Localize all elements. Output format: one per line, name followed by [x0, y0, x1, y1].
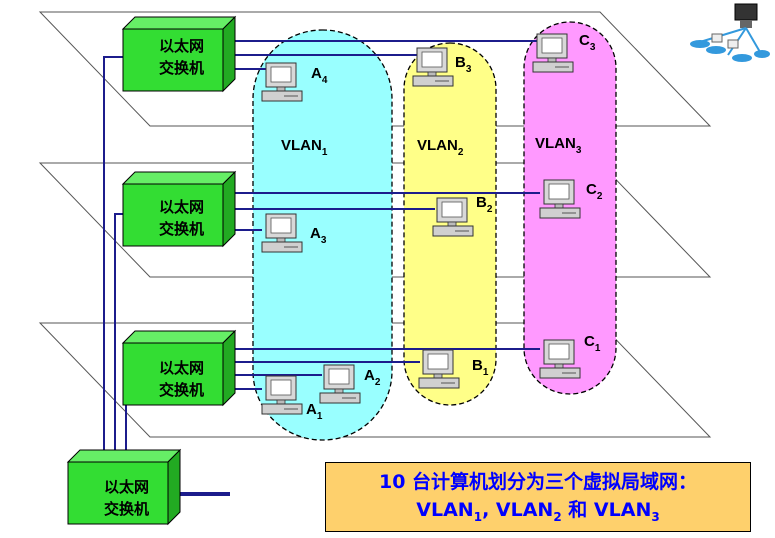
svg-text:C3: C3: [579, 32, 596, 53]
switch-bottom-floor: 以太网 交换机: [122, 330, 236, 406]
pc-b1-sub: 1: [483, 367, 489, 378]
uplink-middle: [114, 213, 123, 452]
computers: A4 B3 C3 A3 B2 C2 A2 A1 B1 C1: [261, 32, 603, 422]
pc-c3-sub: 3: [590, 42, 596, 53]
pc-a3: A3: [261, 213, 327, 253]
svg-text:B3: B3: [455, 54, 472, 75]
svg-text:C1: C1: [584, 333, 601, 354]
switch-bottom-floor-label-2: 交换机: [159, 381, 204, 399]
pc-c1-sub: 1: [595, 343, 601, 354]
svg-text:B1: B1: [472, 357, 489, 378]
svg-text:C2: C2: [586, 181, 603, 202]
pc-c3-letter: C: [579, 32, 590, 49]
pc-b2-sub: 2: [487, 204, 493, 215]
pc-a3-sub: 3: [321, 235, 327, 246]
pc-b2: B2: [432, 194, 493, 237]
switch-middle-label-1: 以太网: [159, 198, 204, 216]
pc-a4-letter: A: [311, 65, 322, 82]
caption-line-1: 10 台计算机划分为三个虚拟局域网：: [378, 471, 698, 493]
pc-a1-letter: A: [306, 401, 317, 418]
pc-b2-letter: B: [476, 194, 487, 211]
pc-c3: C3: [532, 32, 596, 73]
switch-top-label-2: 交换机: [159, 59, 204, 77]
pc-c1: C1: [539, 333, 601, 379]
svg-text:A2: A2: [364, 367, 381, 388]
svg-text:A3: A3: [310, 225, 327, 246]
switch-root-label-2: 交换机: [104, 500, 149, 518]
switch-top: 以太网 交换机: [122, 16, 236, 92]
switch-middle-label-2: 交换机: [159, 220, 204, 238]
pc-b3-sub: 3: [466, 64, 472, 75]
pc-a4: A4: [261, 62, 328, 102]
pc-a2: A2: [319, 364, 381, 404]
switch-middle: 以太网 交换机: [122, 171, 236, 247]
pc-a3-letter: A: [310, 225, 321, 242]
pc-c1-letter: C: [584, 333, 595, 350]
pc-a2-sub: 2: [375, 377, 381, 388]
switch-root-label-1: 以太网: [104, 478, 149, 496]
svg-text:A1: A1: [306, 401, 323, 422]
switch-bottom-floor-label-1: 以太网: [159, 359, 204, 377]
pc-a2-letter: A: [364, 367, 375, 384]
svg-text:A4: A4: [311, 65, 328, 86]
pc-b1-letter: B: [472, 357, 483, 374]
vlan3-label: VLAN3: [535, 135, 582, 156]
pc-b3: B3: [412, 47, 472, 87]
switch-root: 以太网 交换机: [67, 449, 181, 525]
network-logo-icon: [690, 3, 770, 62]
uplink-top: [103, 56, 123, 452]
vlan1-region: [252, 29, 393, 441]
svg-text:B2: B2: [476, 194, 493, 215]
pc-c2: C2: [539, 179, 603, 219]
caption-line-2: VLAN1, VLAN2 和 VLAN3: [416, 499, 660, 524]
caption-box: 10 台计算机划分为三个虚拟局域网： VLAN1, VLAN2 和 VLAN3: [325, 462, 751, 532]
pc-a1: A1: [261, 375, 323, 422]
pc-b1: B1: [418, 349, 489, 389]
pc-a4-sub: 4: [322, 75, 328, 86]
vlan1-label: VLAN1: [281, 137, 328, 158]
pc-c2-letter: C: [586, 181, 597, 198]
pc-a1-sub: 1: [317, 411, 323, 422]
switch-top-label-1: 以太网: [159, 37, 204, 55]
vlan2-label: VLAN2: [417, 137, 464, 158]
pc-b3-letter: B: [455, 54, 466, 71]
pc-c2-sub: 2: [597, 191, 603, 202]
